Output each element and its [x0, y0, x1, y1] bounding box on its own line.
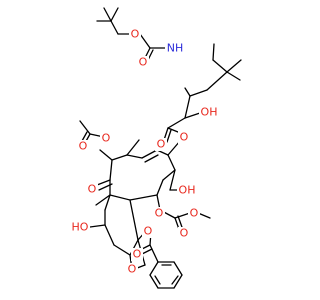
atom-o-ester-link: O [178, 131, 190, 144]
svg-text:O: O [128, 263, 137, 276]
svg-text:O: O [180, 131, 189, 144]
svg-text:O: O [79, 140, 88, 153]
svg-text:O: O [139, 56, 148, 69]
atom-labels: O O NH OH O O O O [70, 28, 219, 276]
atom-n-nh: NH [165, 42, 185, 55]
atom-o-acetyl-carbonyl: O [77, 140, 89, 153]
atom-o-hydroxy-side: OH [199, 106, 219, 119]
bond-lines [79, 7, 242, 289]
atom-o-carbonate-methoxy: O [188, 207, 200, 220]
svg-text:O: O [131, 28, 140, 41]
svg-text:O: O [155, 207, 164, 220]
svg-text:OH: OH [179, 184, 196, 197]
atom-o-hydroxy-bridge: OH [177, 184, 197, 197]
atom-o-boc-ether: O [129, 28, 141, 41]
atom-o-ester-carbonyl: O [155, 138, 167, 151]
atom-o-ketone: O [86, 183, 98, 196]
svg-text:O: O [88, 183, 97, 196]
atom-o-hydroxy-left: HO [70, 221, 90, 234]
atom-o-carbonate-carbonyl: O [178, 227, 190, 240]
atom-o-carbonate-link: O [153, 207, 165, 220]
molecule-structure-diagram: O O NH OH O O O O [0, 0, 300, 300]
svg-text:HO: HO [72, 221, 89, 234]
svg-text:O: O [144, 225, 153, 238]
canvas-background [0, 0, 300, 300]
svg-text:O: O [180, 227, 189, 240]
svg-text:NH: NH [167, 42, 184, 55]
svg-text:O: O [102, 132, 111, 145]
atom-o-benzoate-carbonyl: O [131, 248, 143, 261]
svg-text:O: O [157, 138, 166, 151]
svg-text:O: O [190, 207, 199, 220]
svg-text:O: O [133, 248, 142, 261]
atom-o-benzoate-link: O [142, 225, 154, 238]
atom-o-oxetane: O [126, 263, 138, 276]
atom-o-acetyl-link: O [100, 132, 112, 145]
atom-o-boc-carbonyl: O [137, 56, 149, 69]
svg-text:OH: OH [201, 106, 218, 119]
